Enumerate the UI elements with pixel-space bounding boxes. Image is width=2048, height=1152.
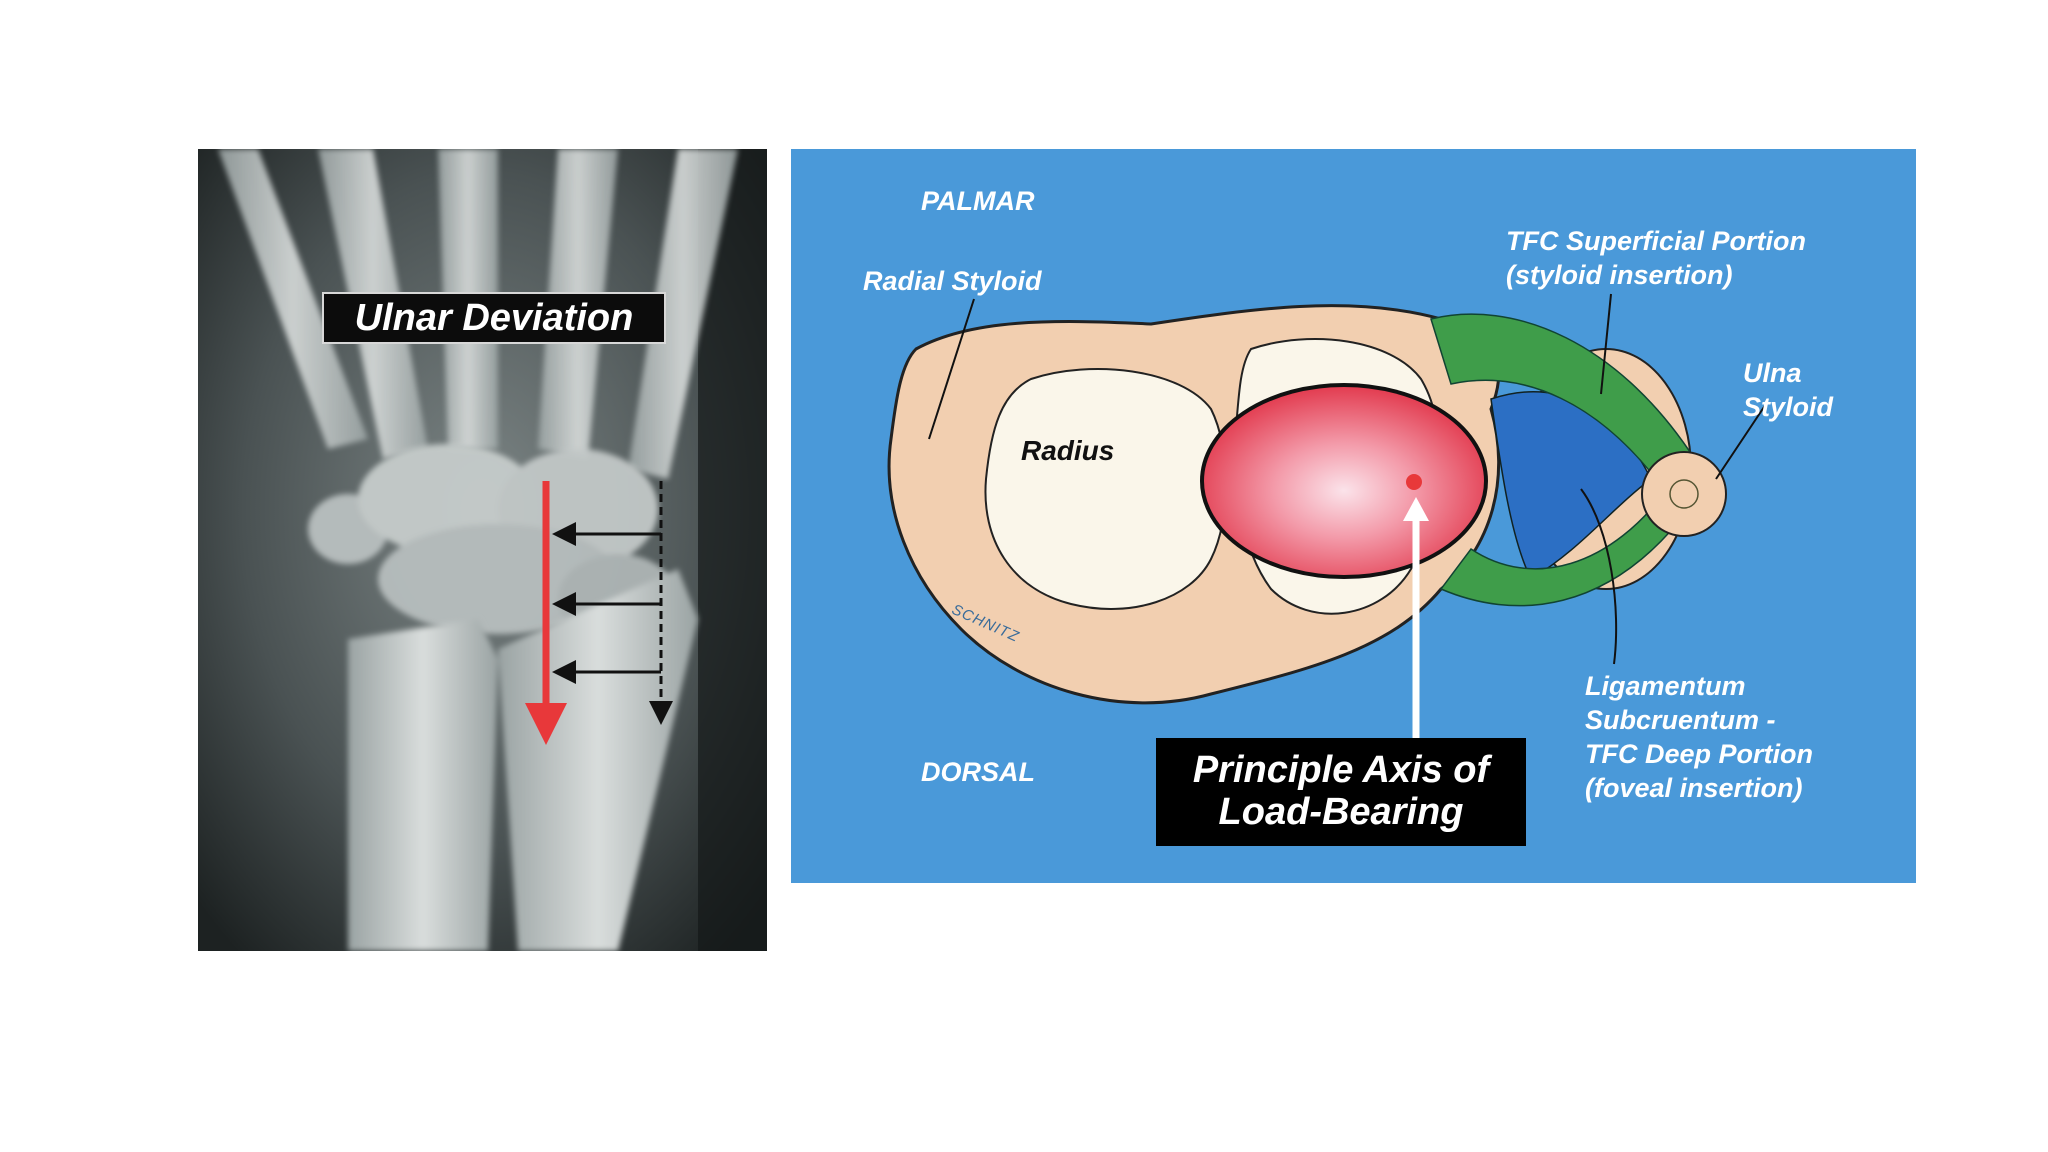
ulna-styloid-label-line2: Styloid (1743, 392, 1834, 422)
xray-image-panel: Ulnar Deviation (198, 149, 767, 951)
load-center-dot (1406, 474, 1422, 490)
principle-axis-line1: Principle Axis of (1192, 749, 1490, 791)
tfc-superficial-label-line1: TFC Superficial Portion (1506, 226, 1807, 256)
principle-axis-line2: Load-Bearing (1218, 791, 1464, 833)
scaphoid-facet (984, 368, 1227, 610)
ligamentum-label-line2: Subcruentum - (1585, 705, 1776, 735)
principle-axis-label: Principle Axis of Load-Bearing (1156, 738, 1526, 846)
wrist-cross-section-illustration (887, 293, 1767, 739)
wrist-xray-illustration (198, 149, 767, 951)
load-bearing-zone (1200, 383, 1488, 579)
tfcc-diagram-panel: PALMAR DORSAL Radial Styloid Radius TFC … (791, 149, 1916, 883)
dorsal-label: DORSAL (921, 757, 1035, 787)
ligamentum-label-line1: Ligamentum (1585, 671, 1746, 701)
ulna-styloid-tip (1641, 451, 1727, 537)
ligamentum-label-line4: (foveal insertion) (1585, 773, 1803, 803)
ulnar-deviation-label: Ulnar Deviation (322, 292, 666, 344)
ulna-styloid-label-line1: Ulna (1743, 358, 1802, 388)
tfc-superficial-label-line2: (styloid insertion) (1506, 260, 1733, 290)
radial-styloid-label: Radial Styloid (863, 266, 1042, 296)
radius-label: Radius (1021, 435, 1115, 466)
palmar-label: PALMAR (921, 186, 1035, 216)
ligamentum-label-line3: TFC Deep Portion (1585, 739, 1813, 769)
